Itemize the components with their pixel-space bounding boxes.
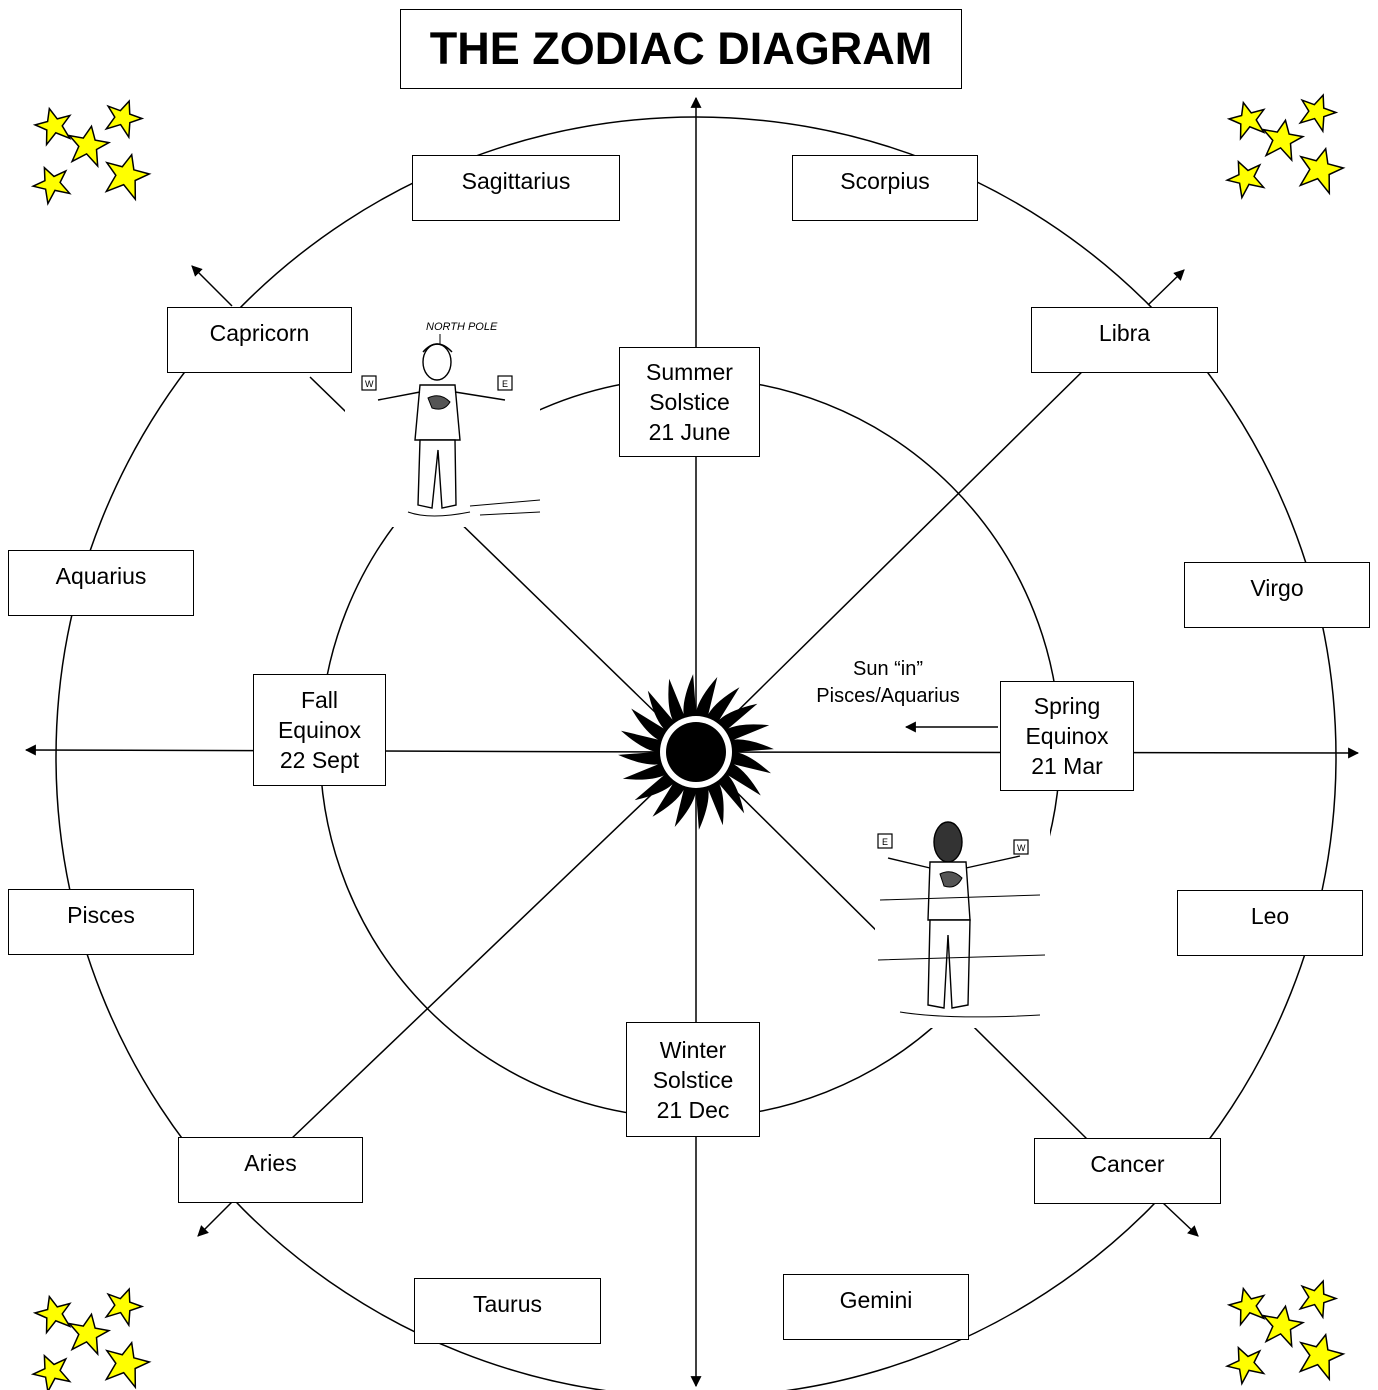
sun-note-line-2: Pisces/Aquarius (816, 685, 960, 707)
summer-solstice-line-2: Solstice (649, 389, 730, 415)
sign-box-leo: Leo (1177, 890, 1363, 956)
sign-box-scorpius: Scorpius (792, 155, 978, 221)
winter-solstice-line-2: Solstice (652, 1066, 734, 1093)
libra-arrow (1147, 269, 1185, 306)
west-sign-label: W (365, 379, 374, 389)
fall-equinox-line-3: 22 Sept (279, 747, 360, 773)
spring-equinox-line-2: Equinox (1025, 723, 1109, 749)
west-sign-label-south: W (1017, 843, 1026, 853)
summer-solstice-box: Summer Solstice 21 June (619, 347, 760, 457)
sun-icon (618, 674, 774, 830)
summer-solstice-line-1: Summer (646, 359, 733, 385)
winter-solstice-box: Winter Solstice 21 Dec (626, 1022, 760, 1137)
sun-disc (666, 722, 726, 782)
winter-solstice-line-3: 21 Dec (656, 1096, 730, 1123)
spring-equinox-box: Spring Equinox 21 Mar (1000, 681, 1134, 791)
east-sign-label: E (502, 379, 508, 389)
sign-box-cancer: Cancer (1034, 1138, 1221, 1204)
fall-equinox-line-1: Fall (300, 687, 339, 713)
fall-equinox-box: Fall Equinox 22 Sept (253, 674, 386, 786)
star-cluster-icon-bottom-left (27, 1282, 154, 1390)
spring-equinox-line-3: 21 Mar (1031, 753, 1103, 779)
star-cluster-icon-top-right (1221, 88, 1348, 201)
diagonal-to-aries (289, 751, 697, 1141)
north-pole-figure: NORTH POLE W E (345, 312, 541, 527)
sign-box-aries: Aries (178, 1137, 363, 1203)
sign-box-sagittarius: Sagittarius (412, 155, 620, 221)
summer-solstice-line-3: 21 June (648, 419, 731, 445)
sun-position-note: Sun “in” Pisces/Aquarius (800, 656, 976, 710)
north-pole-label: NORTH POLE (426, 321, 498, 333)
page-title: THE ZODIAC DIAGRAM (400, 9, 962, 89)
sign-box-virgo: Virgo (1184, 562, 1370, 628)
sign-box-aquarius: Aquarius (8, 550, 194, 616)
spring-equinox-line-1: Spring (1033, 693, 1101, 719)
sign-box-taurus: Taurus (414, 1278, 601, 1344)
sign-box-capricorn: Capricorn (167, 307, 352, 373)
capricorn-arrow (191, 265, 233, 307)
sign-box-pisces: Pisces (8, 889, 194, 955)
sign-box-gemini: Gemini (783, 1274, 969, 1340)
diagonal-to-libra (695, 361, 1093, 753)
sign-box-libra: Libra (1031, 307, 1218, 373)
star-cluster-icon-bottom-right (1221, 1274, 1348, 1387)
star-cluster-icon-top-left (27, 94, 154, 207)
winter-solstice-line-1: Winter (659, 1036, 727, 1063)
southern-figure: E W (875, 818, 1050, 1028)
aries-arrow (197, 1201, 233, 1237)
east-sign-label-south: E (882, 837, 888, 847)
fall-equinox-line-2: Equinox (277, 717, 362, 743)
cancer-arrow (1161, 1201, 1199, 1237)
sun-note-line-1: Sun “in” (852, 658, 924, 680)
